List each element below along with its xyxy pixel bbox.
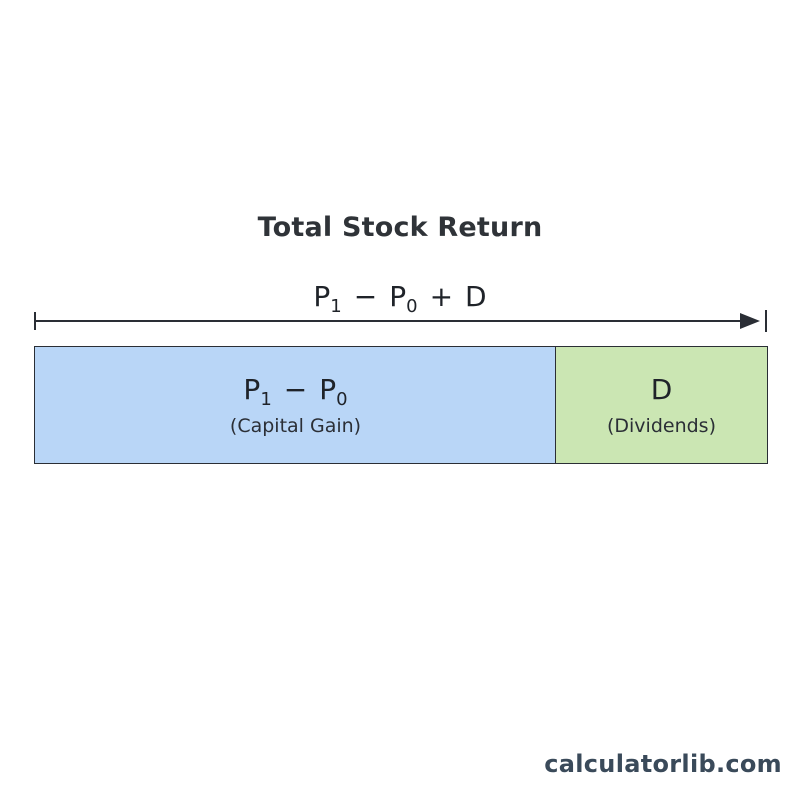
formula-minus: − [353, 280, 378, 313]
capital-gain-segment: P1−P0 (Capital Gain) [34, 346, 557, 464]
brand-watermark: calculatorlib.com [544, 750, 782, 778]
capital-gain-formula: P1−P0 [243, 373, 348, 410]
arrow-head [740, 313, 760, 329]
formula-d: D [465, 280, 487, 313]
diagram-title: Total Stock Return [257, 212, 543, 243]
dividends-label: (Dividends) [606, 415, 716, 437]
formula-p1: P1 [313, 280, 342, 317]
total-span-arrow [34, 310, 767, 332]
formula-p0: P0 [389, 280, 418, 317]
formula-plus: + [429, 280, 454, 313]
capital-gain-label: (Capital Gain) [229, 415, 362, 437]
dividends-segment: D (Dividends) [555, 346, 768, 464]
dividends-symbol: D [650, 373, 673, 406]
total-return-formula: P1−P0 + D [0, 280, 800, 317]
